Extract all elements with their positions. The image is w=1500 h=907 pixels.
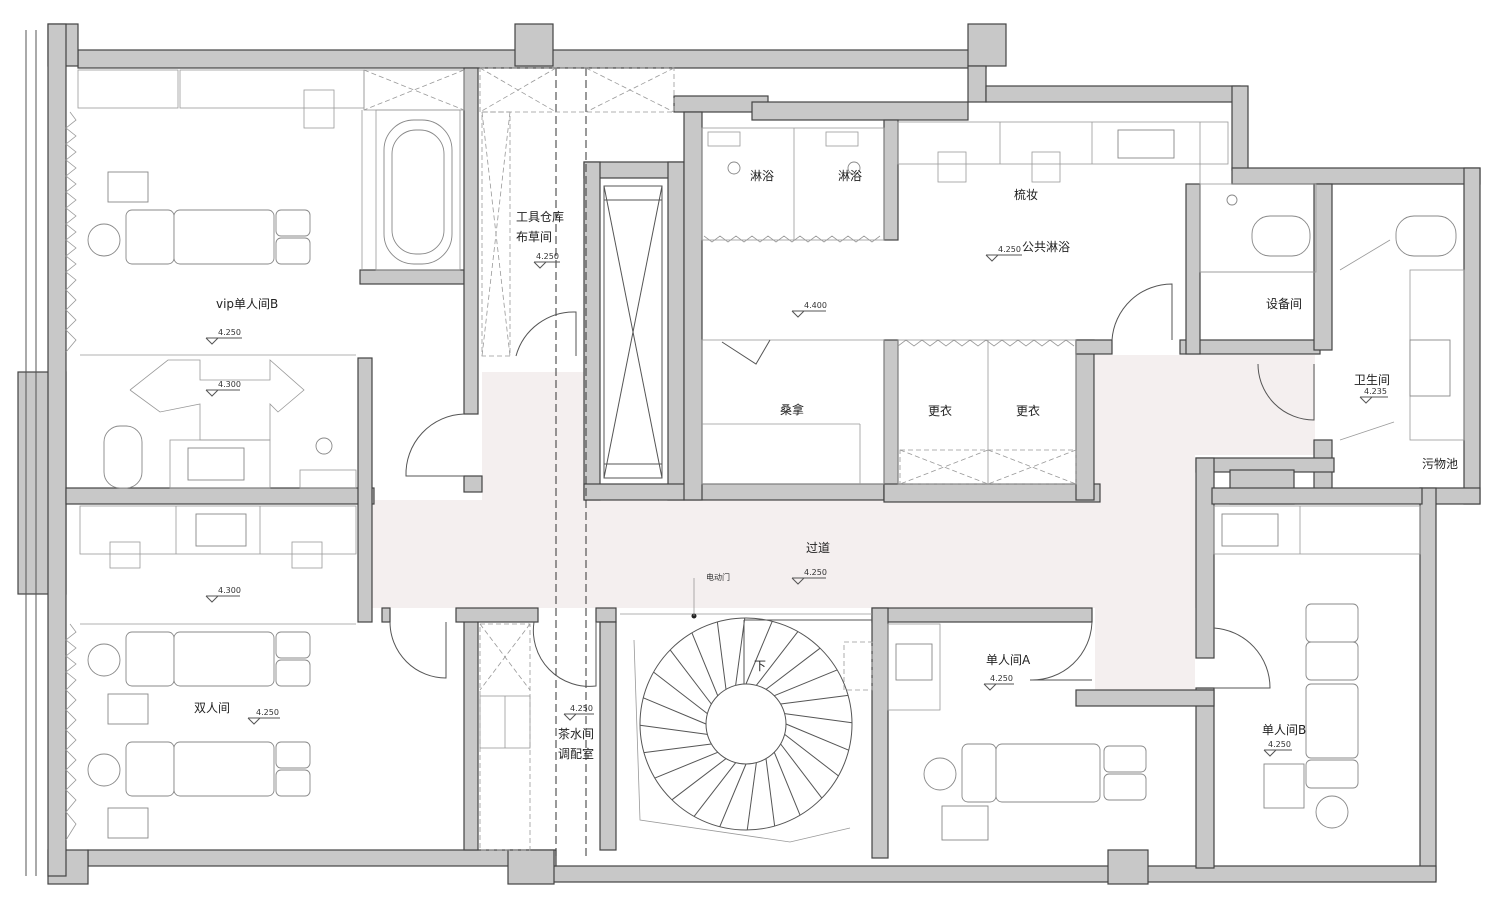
stair-tread <box>691 632 719 696</box>
elev-single-a: 4.250 <box>990 674 1013 683</box>
stair-tread <box>773 752 801 816</box>
stair-tread <box>669 649 712 705</box>
elev-restroom: 4.235 <box>1364 387 1387 396</box>
stair-tread <box>693 762 737 817</box>
tool-store-fittings <box>479 67 675 357</box>
room-labels: vip单人间B 工具仓库 布草间 淋浴 淋浴 梳妆 公共淋浴 设备间 卫生间 桑… <box>194 169 1458 761</box>
makeup-fittings <box>897 121 1229 485</box>
stair-tread <box>745 621 773 685</box>
stair-tread <box>765 758 776 827</box>
label-single-b: 单人间B <box>1262 723 1306 737</box>
exterior-walls <box>17 23 1481 885</box>
elev-single-b: 4.250 <box>1268 740 1291 749</box>
stair-tread <box>746 762 757 831</box>
stair-tread <box>784 733 839 777</box>
stair-tread <box>755 631 799 686</box>
vip-room-fittings <box>65 69 465 356</box>
label-mixing-room: 调配室 <box>558 746 594 761</box>
elev-double-room: 4.250 <box>256 708 279 717</box>
label-sauna: 桑拿 <box>780 402 804 417</box>
label-shower-1: 淋浴 <box>750 169 774 183</box>
double-room-fittings <box>65 505 357 841</box>
label-linen-room: 布草间 <box>516 230 552 244</box>
single-room-b-fittings <box>1213 505 1421 829</box>
stair-tread <box>774 669 838 697</box>
stair-tread <box>784 713 853 724</box>
label-equipment: 设备间 <box>1266 297 1302 311</box>
elev-vip-bath: 4.300 <box>218 380 241 389</box>
stair-tread <box>765 647 821 690</box>
spiral-staircase <box>620 578 873 843</box>
dashed-guide-lines <box>555 68 587 860</box>
stair-tread <box>671 758 727 801</box>
shower-sauna-fittings <box>701 127 885 485</box>
stair-tread <box>639 724 708 735</box>
vip-bathroom <box>103 359 357 489</box>
label-change-2: 更衣 <box>1016 403 1040 418</box>
interior-walls <box>65 67 1423 869</box>
label-electric-door: 电动门 <box>706 572 730 582</box>
elev-tea-room: 4.250 <box>570 704 593 713</box>
elev-public-shower: 4.250 <box>998 245 1021 254</box>
stair-tread <box>643 697 707 725</box>
label-stairs-down: 下 <box>754 659 766 673</box>
corridor-area <box>372 355 1315 690</box>
label-double-room: 双人间 <box>194 701 230 715</box>
stair-tread <box>785 723 849 751</box>
elevation-markers <box>205 254 1388 757</box>
label-sewage: 污物池 <box>1422 457 1458 471</box>
single-room-a-fittings <box>887 623 1147 841</box>
tea-room-fittings <box>479 623 531 851</box>
label-corridor: 过道 <box>806 541 830 555</box>
elevator-shaft <box>603 185 663 479</box>
label-change-1: 更衣 <box>928 403 952 418</box>
stair-tread <box>716 621 727 690</box>
label-restroom: 卫生间 <box>1354 373 1390 387</box>
elev-vip-b: 4.250 <box>218 328 241 337</box>
label-vip-b: vip单人间B <box>216 297 278 311</box>
stair-tread <box>719 763 747 827</box>
elevation-labels: 4.250 4.300 4.250 4.400 4.250 4.235 4.25… <box>218 245 1387 749</box>
stair-tread <box>653 671 708 715</box>
label-tool-store: 工具仓库 <box>516 209 564 224</box>
label-makeup: 梳妆 <box>1014 187 1038 202</box>
doors <box>389 283 1315 689</box>
stair-tread <box>780 694 849 705</box>
restroom-fittings <box>1199 183 1465 441</box>
label-public-shower: 公共淋浴 <box>1022 240 1070 254</box>
elev-corridor: 4.250 <box>804 568 827 577</box>
stair-tread <box>780 743 823 799</box>
elev-tool-store: 4.250 <box>536 252 559 261</box>
elev-shower: 4.400 <box>804 301 827 310</box>
label-tea-room: 茶水间 <box>558 726 594 741</box>
stair-tread <box>643 743 712 754</box>
label-single-a: 单人间A <box>986 653 1031 667</box>
stair-tread <box>735 617 746 686</box>
label-shower-2: 淋浴 <box>838 169 862 183</box>
elev-double-bath: 4.300 <box>218 586 241 595</box>
stair-tread <box>654 751 718 779</box>
